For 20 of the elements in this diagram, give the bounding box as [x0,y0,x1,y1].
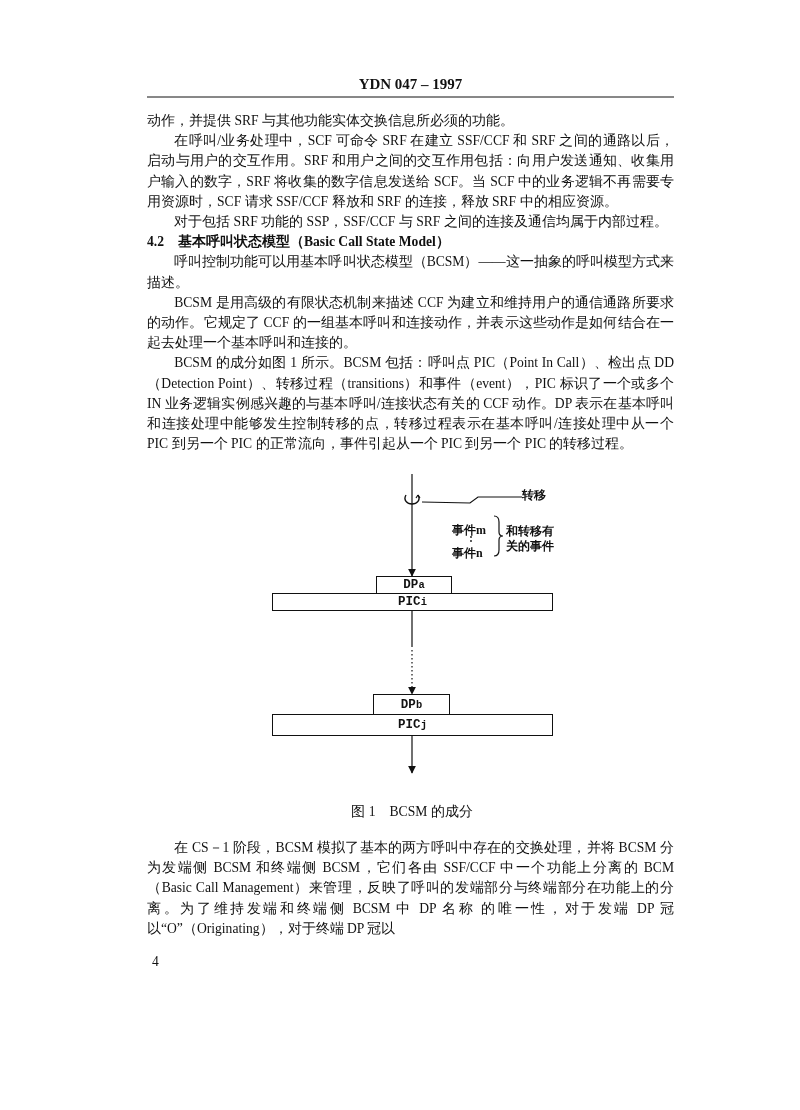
paragraph: 在呼叫/业务处理中，SCF 可命令 SRF 在建立 SSF/CCF 和 SRF 之间的通路以后，启动与用户的交互作用。SRF 和用户之间的交互作用包括：向用户发送通知、收集用户输入的数字，SRF 将收集的数字信息发送给 SCF。当 SCF 中的业务逻辑不再需要专用资源时，SCF 请求 SSF/CCF 释放和 SRF 的连接，释放 SRF 中的相应资源。 [147,132,674,211]
arrow [408,473,416,577]
paragraph: 动作，并提供 SRF 与其他功能实体交换信息所必须的功能。 [147,112,515,130]
page-number: 4 [152,953,160,971]
arrow [408,735,416,774]
annotation-text: 和转移有关的事件 [506,524,555,554]
event-label: 事件m [452,523,487,538]
leader-line [421,496,523,504]
arrow [408,610,416,695]
paragraph: 呼叫控制功能可以用基本呼叫状态模型（BCSM）——这一抽象的呼叫模型方式来描述。 [147,253,674,292]
annotation-text: 转移 [522,488,546,503]
paragraph: 对于包括 SRF 功能的 SSP，SSF/CCF 与 SRF 之间的连接及通信均属于内部过程。 [173,213,669,231]
paragraph: 在 CS－1 阶段，BCSM 模拟了基本的两方呼叫中存在的交换处理，并将 BCSM 分为发端侧 BCSM 和终端侧 BCSM，它们各由 SSF/CCF 中一个功能上分离的 BCM（Basic Call Management）来管理，反映了呼叫的发端部分与终端部分在功能上的分离。为了维持发端和终端侧 BCSM 中 DP 名称 的唯一性，对于发端 DP 冠以“O”（Originating），对于终端 DP 冠以 [147,839,674,938]
transition-symbol [403,492,421,506]
running-header: YDN 047 – 1997 [357,75,464,94]
event-label: 事件n [452,546,484,561]
section-heading: 4.2 基本呼叫状态模型（Basic Call State Model） [147,233,451,252]
paragraph: BCSM 是用高级的有限状态机制来描述 CCF 为建立和维持用户的通信通路所要求的动作。它规定了 CCF 的一组基本呼叫和连接动作，并表示这些动作是如何结合在一起去处理一个基本呼叫和连接的。 [147,293,674,353]
figure-caption: 图 1 BCSM 的成分 [350,803,474,821]
paragraph: BCSM 的成分如图 1 所示。BCSM 包括：呼叫点 PIC（Point In Call）、检出点 DD（Detection Point）、转移过程（transitions）和事件（event），PIC 标识了一个或多个 IN 业务逻辑实例感兴趣的与基本呼叫/连接状态有关的 CCF 动作。DP 表示在基本呼叫和连接处理中能够发生控制转移的点，转移过程表示在基本呼叫/连接处理中从一个 PIC 到另一个 PIC 的正常流向，事件引起从一个 PIC 到另一个 PIC 的转移过程。 [147,354,674,454]
